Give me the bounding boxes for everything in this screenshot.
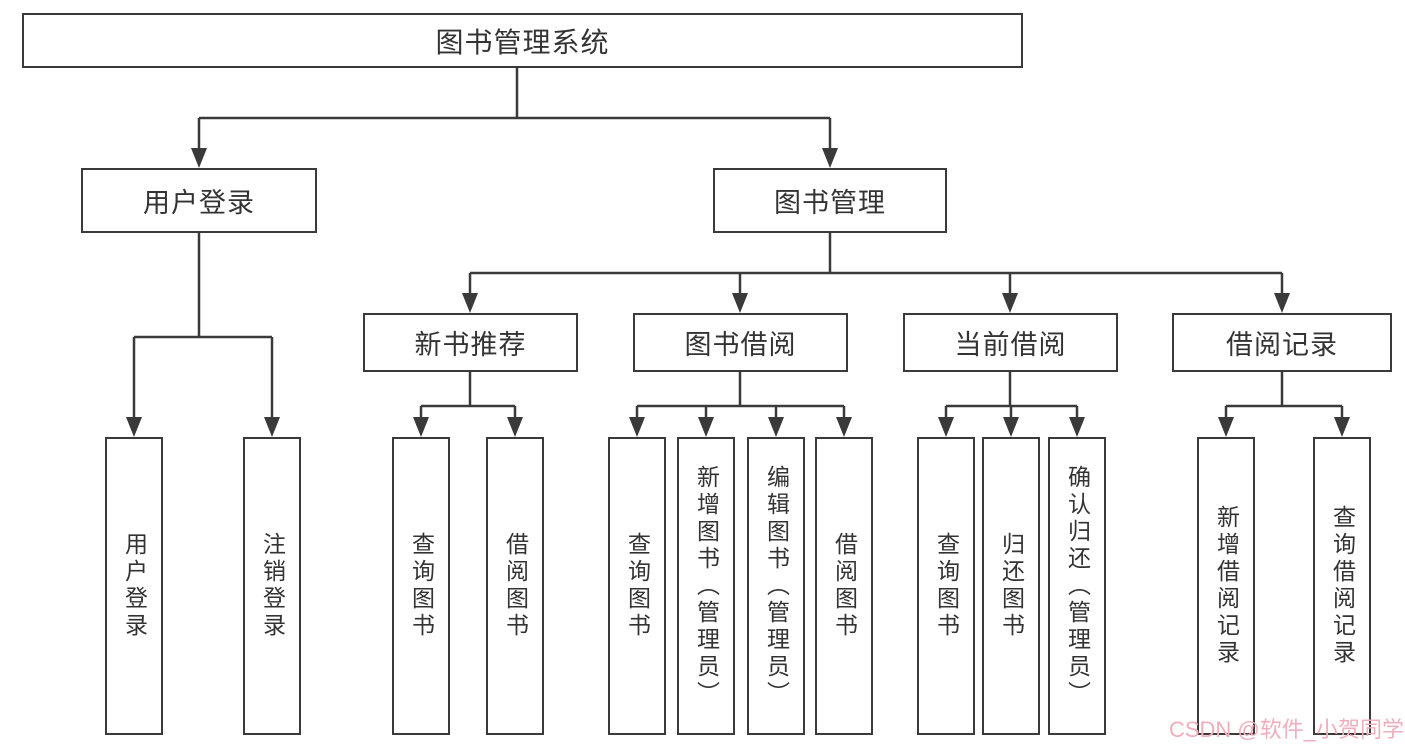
- node-return-books: 归还图书: [982, 437, 1040, 735]
- node-confirm-return-admin: 确认归还（管理员）: [1048, 437, 1106, 735]
- node-book-management: 图书管理: [713, 168, 947, 233]
- node-borrow-books-2: 借阅图书: [815, 437, 873, 735]
- node-borrow-books-1: 借阅图书: [486, 437, 544, 735]
- node-edit-book-admin: 编辑图书（管理员）: [747, 437, 805, 735]
- node-new-book-recommend: 新书推荐: [363, 313, 578, 372]
- node-query-books-3: 查询图书: [917, 437, 975, 735]
- node-query-books-2: 查询图书: [608, 437, 666, 735]
- node-user-login-branch: 用户登录: [81, 168, 317, 233]
- node-current-borrowing: 当前借阅: [903, 313, 1118, 372]
- node-library-system: 图书管理系统: [22, 13, 1023, 68]
- node-logout: 注销登录: [243, 437, 301, 735]
- node-borrowing-records: 借阅记录: [1172, 313, 1392, 372]
- node-user-login: 用户登录: [105, 437, 163, 735]
- watermark: CSDN @软件_小贺同学: [1168, 717, 1404, 742]
- node-add-book-admin: 新增图书（管理员）: [677, 437, 735, 735]
- node-book-borrowing: 图书借阅: [633, 313, 848, 372]
- node-add-borrow-record: 新增借阅记录: [1197, 437, 1255, 735]
- node-query-books-1: 查询图书: [392, 437, 450, 735]
- node-query-borrow-record: 查询借阅记录: [1313, 437, 1371, 735]
